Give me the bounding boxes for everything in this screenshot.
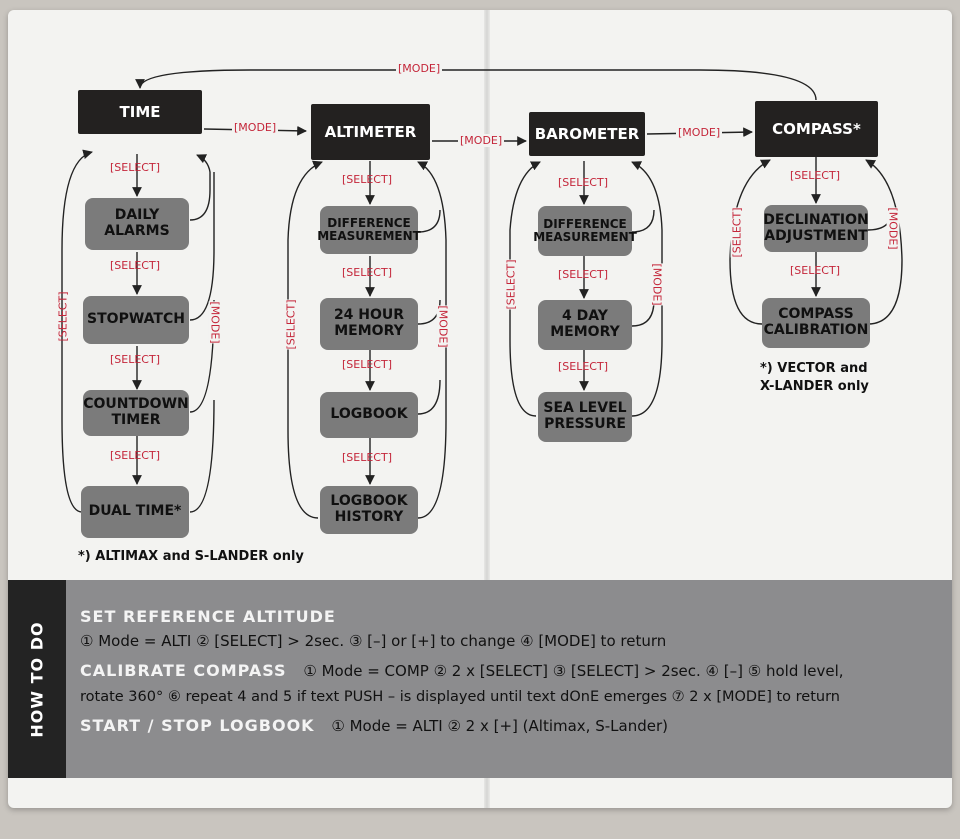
howto-logbook-title: START / STOP LOGBOOK — [80, 716, 315, 735]
howto-logbook-text: ① Mode = ALTI ② 2 x [+] (Altimax, S-Land… — [331, 717, 668, 735]
note-time-models: *) ALTIMAX and S-LANDER only — [78, 549, 304, 564]
select-label-vertical: [SELECT] — [730, 207, 744, 258]
howto-logbook-row: START / STOP LOGBOOK ① Mode = ALTI ② 2 x… — [80, 716, 668, 735]
node-altimeter: ALTIMETER — [311, 104, 430, 160]
node-4-day-memory: 4 DAY MEMORY — [538, 300, 632, 350]
node-baro-difference: DIFFERENCE MEASUREMENT — [533, 206, 637, 256]
mode-label-vertical: [MODE] — [436, 305, 450, 348]
select-label-vertical: [SELECT] — [56, 291, 70, 342]
select-label: [SELECT] — [342, 173, 392, 186]
node-countdown-timer: COUNTDOWN TIMER — [83, 390, 189, 436]
howto-set-reference-title: SET REFERENCE ALTITUDE — [80, 607, 336, 626]
howto-panel — [8, 580, 952, 778]
select-label: [SELECT] — [790, 169, 840, 182]
node-logbook-history: LOGBOOK HISTORY — [320, 486, 418, 534]
howto-calibrate-text2: rotate 360° ⑥ repeat 4 and 5 if text PUS… — [80, 689, 840, 705]
node-alti-difference: DIFFERENCE MEASUREMENT — [317, 206, 421, 254]
select-label: [SELECT] — [110, 259, 160, 272]
select-label: [SELECT] — [558, 268, 608, 281]
howto-tab: HOW TO DO — [8, 580, 66, 778]
select-label: [SELECT] — [110, 161, 160, 174]
mode-label-vertical: [MODE] — [886, 207, 900, 250]
howto-tab-label: HOW TO DO — [27, 620, 47, 738]
howto-calibrate-row: CALIBRATE COMPASS ① Mode = COMP ② 2 x [S… — [80, 661, 844, 680]
select-label-vertical: [SELECT] — [504, 259, 518, 310]
page-fold — [484, 10, 490, 808]
note-compass-models: *) VECTOR and X-LANDER only — [760, 361, 869, 394]
mode-label-baro-comp: [MODE] — [676, 126, 723, 139]
node-compass: COMPASS* — [755, 101, 878, 157]
select-label: [SELECT] — [342, 358, 392, 371]
node-time: TIME — [78, 90, 202, 134]
node-24-hour-memory: 24 HOUR MEMORY — [320, 298, 418, 350]
node-stopwatch: STOPWATCH — [83, 296, 189, 344]
mode-label-vertical: [MODE] — [208, 301, 222, 344]
select-label: [SELECT] — [558, 360, 608, 373]
node-daily-alarms: DAILY ALARMS — [85, 198, 189, 250]
node-compass-calibration: COMPASS CALIBRATION — [762, 298, 870, 348]
howto-calibrate-title: CALIBRATE COMPASS — [80, 661, 287, 680]
select-label: [SELECT] — [558, 176, 608, 189]
mode-label-vertical: [MODE] — [650, 263, 664, 306]
select-label: [SELECT] — [110, 449, 160, 462]
node-declination-adjustment: DECLINATION ADJUSTMENT — [763, 205, 869, 252]
select-label: [SELECT] — [110, 353, 160, 366]
node-logbook: LOGBOOK — [320, 392, 418, 438]
node-barometer: BAROMETER — [529, 112, 645, 156]
node-sea-level-pressure: SEA LEVEL PRESSURE — [538, 392, 632, 442]
select-label: [SELECT] — [790, 264, 840, 277]
select-label: [SELECT] — [342, 451, 392, 464]
howto-calibrate-text1: ① Mode = COMP ② 2 x [SELECT] ③ [SELECT] … — [303, 662, 844, 680]
select-label-vertical: [SELECT] — [284, 299, 298, 350]
select-label: [SELECT] — [342, 266, 392, 279]
mode-label-time-alti: [MODE] — [232, 121, 279, 134]
howto-set-reference-text: ① Mode = ALTI ② [SELECT] > 2sec. ③ [–] o… — [80, 632, 667, 650]
node-dual-time: DUAL TIME* — [81, 486, 189, 538]
mode-label-alti-baro: [MODE] — [458, 134, 505, 147]
mode-label-top: [MODE] — [396, 62, 443, 75]
